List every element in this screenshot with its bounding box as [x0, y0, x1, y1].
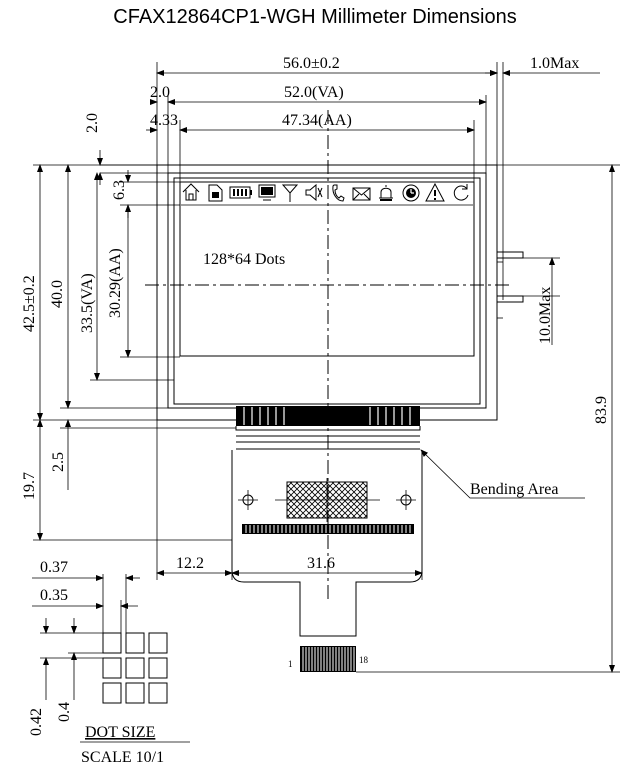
dim-top-va: 2.0 — [84, 113, 101, 133]
dot-w2-label: 0.35 — [40, 587, 68, 604]
right-dimensions — [356, 164, 620, 673]
dim-left-aa: 4.33 — [150, 112, 178, 129]
dot-h1-label: 0.42 — [28, 708, 45, 736]
dim-aa-width: 47.34(AA) — [282, 112, 352, 129]
dim-left-va: 2.0 — [150, 84, 170, 101]
dim-side-max: 10.0Max — [537, 287, 554, 344]
bending-area-leader — [420, 449, 585, 499]
speaker-icon — [305, 183, 323, 202]
pin-last-label: 18 — [359, 655, 369, 665]
warning-icon — [425, 182, 445, 202]
dim-overall-height: 42.5±0.2 — [21, 275, 38, 332]
dim-tail-gap: 2.5 — [50, 452, 67, 472]
dim-max-right: 1.0Max — [530, 55, 579, 72]
dot-size-label: DOT SIZE — [85, 724, 155, 741]
dot-w1-label: 0.37 — [40, 559, 68, 576]
antenna-icon — [281, 184, 299, 202]
dim-height-40: 40.0 — [49, 280, 66, 308]
battery-icon — [229, 186, 252, 199]
pin-first-label: 1 — [288, 659, 293, 669]
top-dimensions — [146, 62, 600, 300]
dim-va-width: 52.0(VA) — [284, 84, 344, 101]
bending-area-label: Bending Area — [470, 481, 558, 498]
dim-fpc-width: 31.6 — [307, 555, 335, 572]
clock-icon — [402, 184, 420, 202]
fiducial-left — [238, 490, 258, 510]
dim-overall-width: 56.0±0.2 — [283, 55, 340, 72]
dim-fpc-offset: 12.2 — [176, 555, 204, 572]
dim-total-height: 83.9 — [593, 396, 610, 424]
fpc-tail — [231, 406, 423, 672]
refresh-icon — [453, 184, 469, 201]
dim-aa-height: 30.29(AA) — [107, 248, 124, 318]
dots-label: 128*64 Dots — [203, 251, 285, 268]
sim-card-icon — [208, 184, 223, 202]
icon-row — [182, 182, 469, 202]
fiducial-right — [396, 490, 416, 510]
monitor-icon — [258, 184, 276, 201]
diagram-title: CFAX12864CP1-WGH Millimeter Dimensions — [113, 6, 517, 28]
envelope-icon — [352, 187, 371, 201]
dot-h2-label: 0.4 — [56, 702, 73, 722]
dim-tail-height: 19.7 — [21, 472, 38, 500]
module-outline — [156, 164, 524, 421]
alarm-bell-icon — [379, 185, 393, 201]
bottom-dimensions — [156, 420, 423, 580]
left-dimensions — [33, 150, 236, 541]
phone-icon — [332, 184, 345, 202]
dim-icon-row: 6.3 — [111, 180, 128, 200]
home-icon — [182, 183, 200, 201]
dot-size-detail — [32, 574, 190, 743]
dim-va-height: 33.5(VA) — [79, 273, 96, 333]
scale-label: SCALE 10/1 — [81, 749, 164, 766]
